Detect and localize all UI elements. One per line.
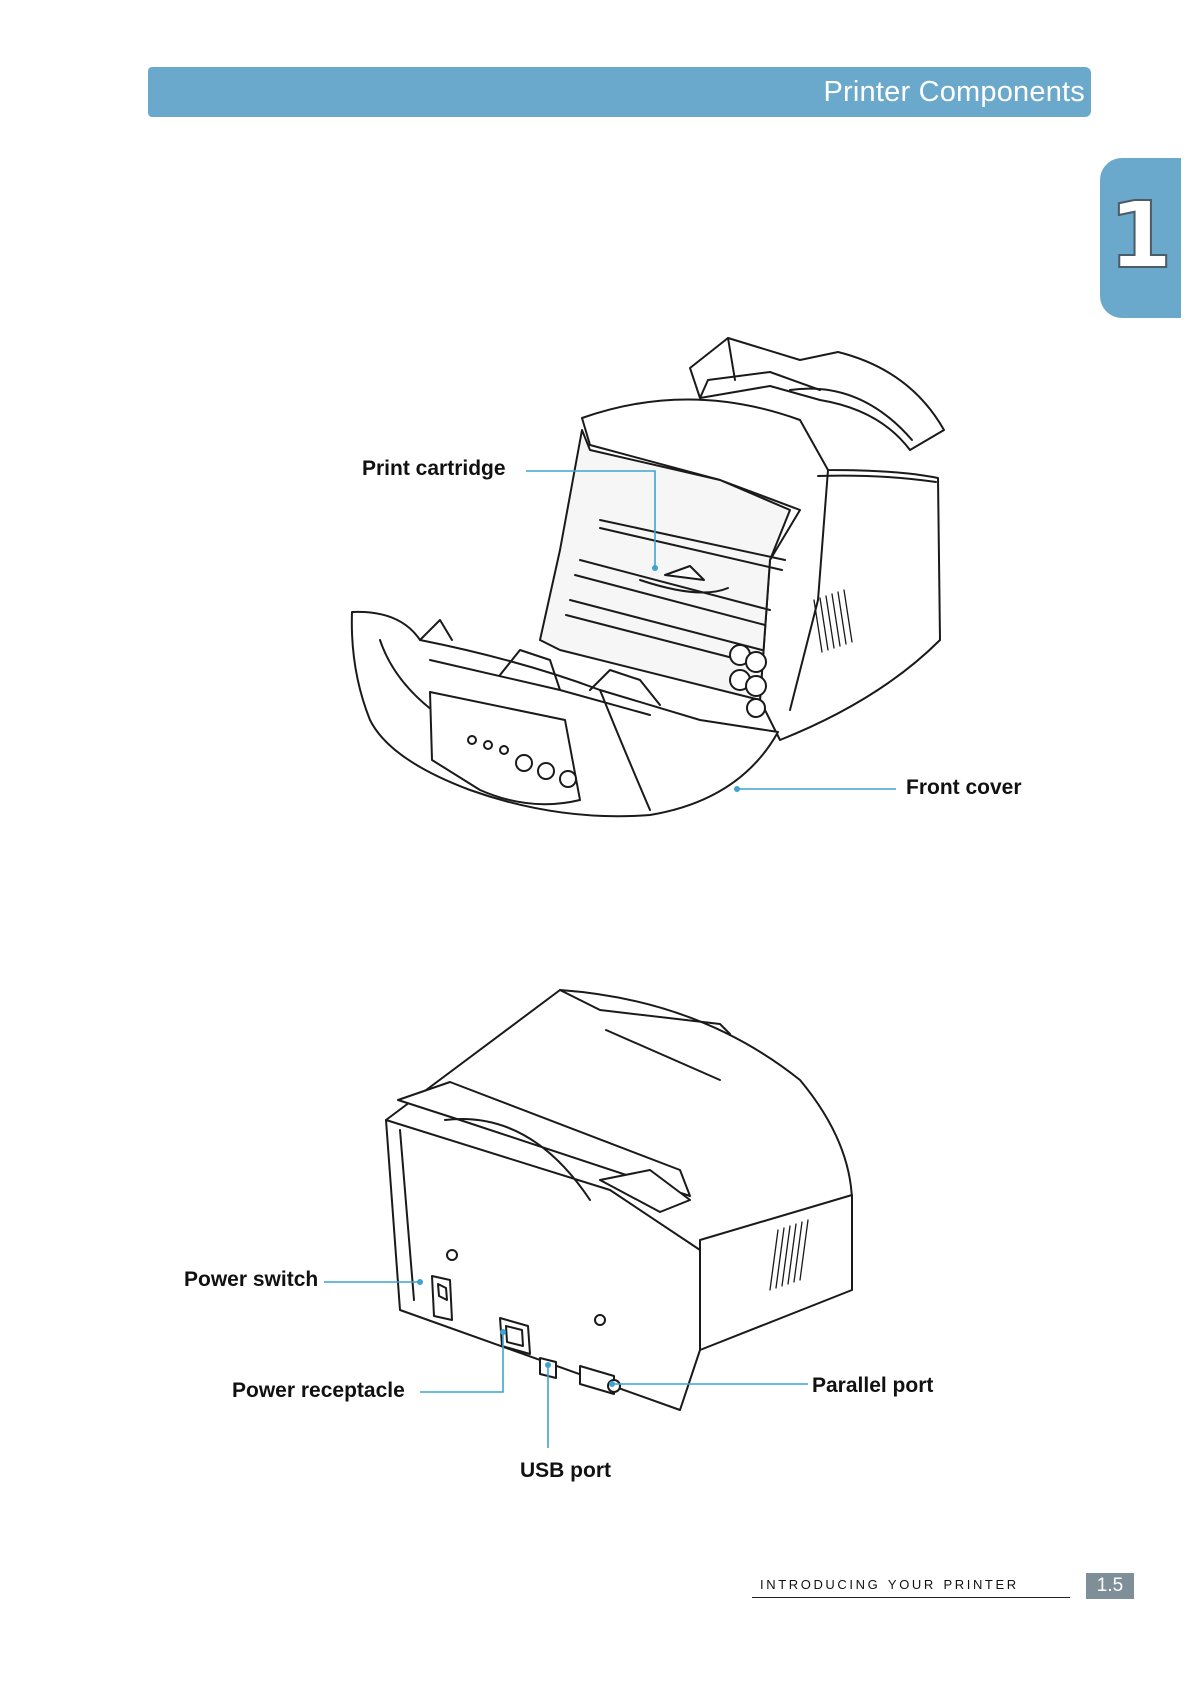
label-power-switch: Power switch — [184, 1268, 318, 1292]
page-number: 1.5 — [1086, 1575, 1134, 1597]
footer-section-title: Introducing your printer — [752, 1573, 1070, 1598]
footer-section-text: Introducing your printer — [760, 1573, 1019, 1594]
label-usb-port: USB port — [520, 1459, 611, 1483]
label-power-receptacle: Power receptacle — [232, 1379, 405, 1403]
printer-rear-illustration — [386, 990, 852, 1410]
label-print-cartridge: Print cartridge — [362, 457, 506, 481]
label-front-cover: Front cover — [906, 776, 1022, 800]
printer-front-illustration — [352, 338, 944, 816]
page-number-box: 1.5 — [1086, 1573, 1134, 1599]
label-parallel-port: Parallel port — [812, 1374, 933, 1398]
